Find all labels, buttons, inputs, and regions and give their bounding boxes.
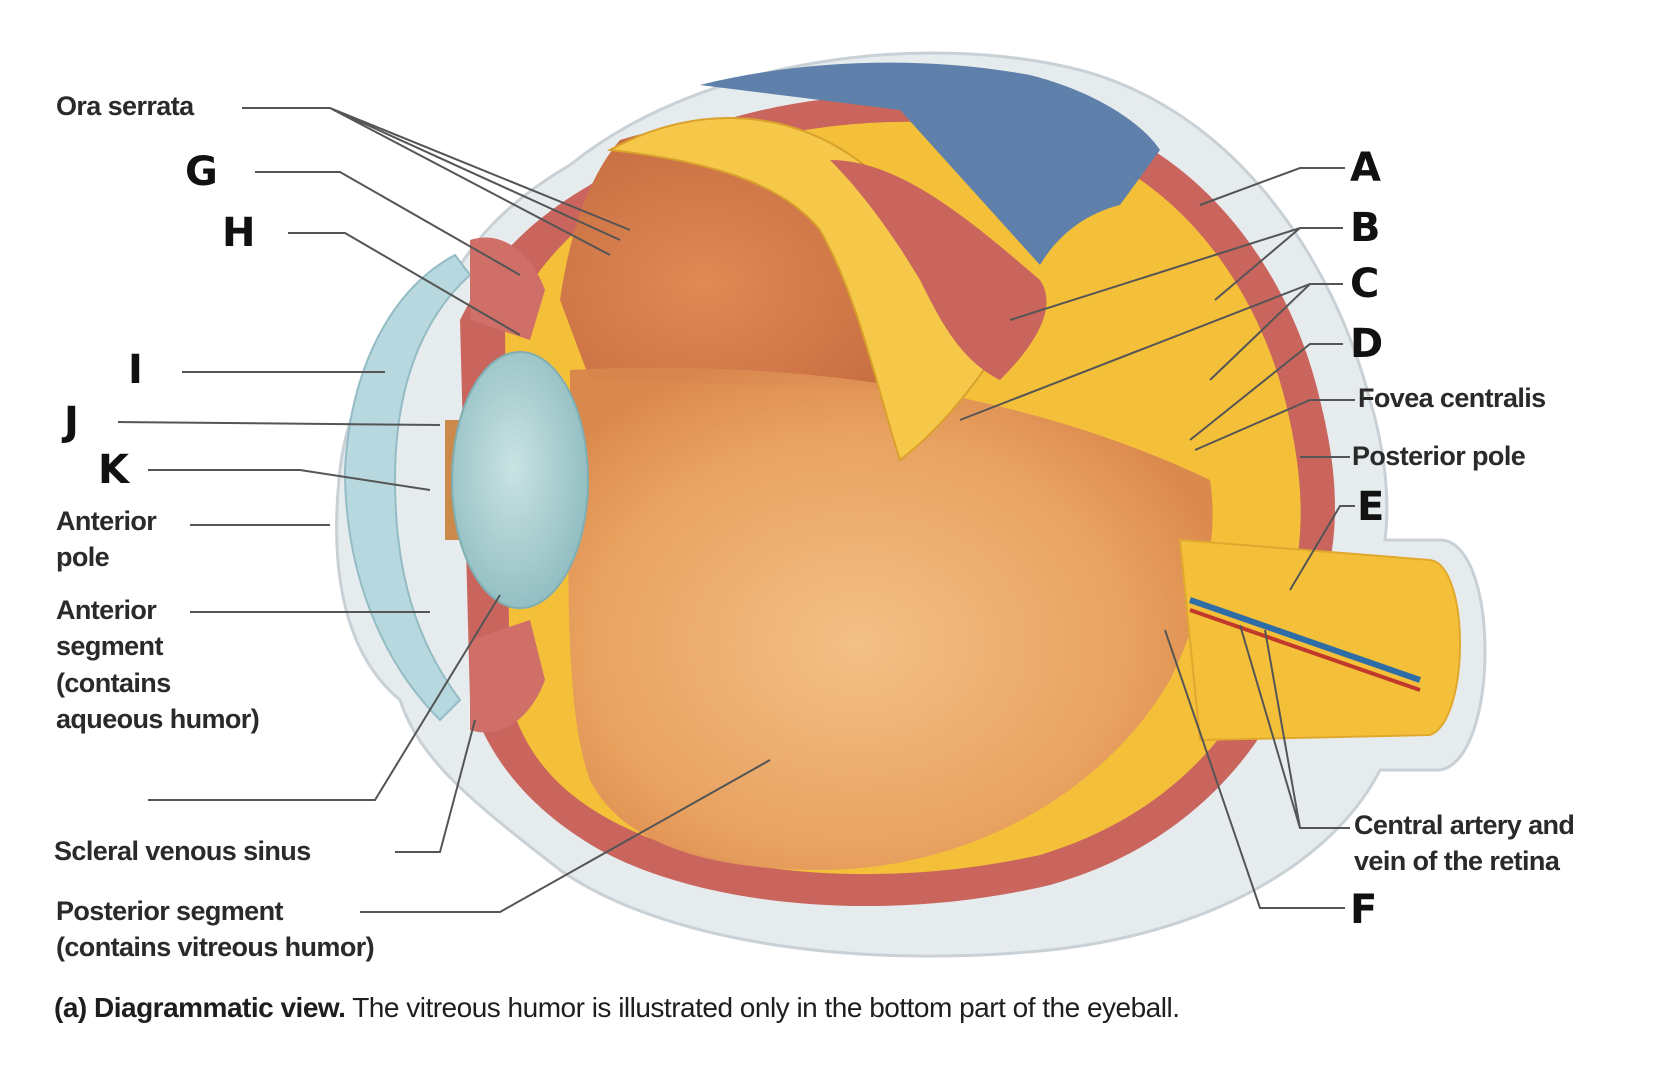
- vitreous-body: [568, 367, 1213, 870]
- label-fovea-centralis: Fovea centralis: [1358, 383, 1546, 413]
- figure-caption: (a) Diagrammatic view. The vitreous humo…: [54, 992, 1180, 1024]
- leader-posterior-segment: [360, 759, 771, 913]
- label-posterior-segment: Posterior segment (contains vitreous hum…: [56, 893, 375, 966]
- optic-nerve: [1178, 538, 1461, 742]
- letter-f: F: [1350, 887, 1378, 933]
- ciliary-body-upper: [470, 237, 545, 340]
- label-anterior-segment-line4: aqueous humor): [56, 704, 260, 735]
- letter-d: D: [1350, 321, 1384, 367]
- label-anterior-segment: Anterior segment (contains aqueous humor…: [56, 592, 260, 738]
- label-anterior-pole-line1: Anterior: [56, 506, 157, 536]
- leader-ora-serrata: [242, 107, 631, 256]
- letter-k: K: [98, 447, 129, 493]
- leader-f: [1164, 629, 1345, 909]
- letter-h: H: [222, 210, 256, 256]
- leader-a: [1199, 167, 1345, 206]
- leader-lens: [148, 594, 501, 801]
- label-posterior-segment-line1: Posterior segment: [56, 896, 283, 926]
- caption-text: The vitreous humor is illustrated only i…: [345, 992, 1180, 1023]
- label-scleral-venous-sinus: Scleral venous sinus: [54, 836, 311, 866]
- letter-i: I: [128, 347, 143, 393]
- label-ora-serrata: Ora serrata: [56, 91, 194, 121]
- leader-d: [1189, 343, 1343, 441]
- retina-flap: [606, 117, 1012, 462]
- letter-b: B: [1350, 205, 1381, 251]
- letter-e: E: [1357, 484, 1385, 530]
- label-anterior-segment-line3: (contains: [56, 667, 171, 698]
- letter-c: C: [1350, 261, 1380, 307]
- leader-fovea: [1194, 399, 1355, 451]
- leader-h: [288, 232, 521, 336]
- leader-g: [255, 171, 521, 276]
- leader-scleral-sinus: [395, 719, 476, 853]
- central-vessels: [1189, 597, 1421, 683]
- leader-c: [959, 283, 1343, 421]
- leader-central-artery: [1239, 624, 1350, 829]
- label-anterior-pole: Anterior pole: [56, 503, 157, 576]
- lens: [451, 351, 589, 609]
- label-central-artery-line1: Central artery and: [1354, 810, 1575, 840]
- caption-prefix: (a) Diagrammatic view.: [54, 992, 346, 1023]
- label-posterior-pole: Posterior pole: [1352, 441, 1526, 471]
- leader-b: [1009, 227, 1343, 321]
- letter-g: G: [185, 149, 218, 195]
- leader-e: [1289, 505, 1355, 591]
- choroid-flap: [830, 160, 1047, 380]
- label-posterior-segment-line2: (contains vitreous humor): [56, 932, 375, 963]
- leader-k: [148, 469, 431, 491]
- letter-j: J: [64, 399, 79, 445]
- upper-cutaway: [700, 62, 1160, 265]
- ciliary-body-lower: [470, 620, 545, 733]
- label-anterior-segment-line2: segment: [56, 631, 163, 662]
- label-anterior-segment-line1: Anterior: [56, 595, 157, 625]
- label-anterior-pole-line2: pole: [56, 542, 110, 573]
- leader-j: [117, 421, 441, 426]
- letter-a: A: [1350, 145, 1381, 191]
- label-central-artery-vein: Central artery and vein of the retina: [1354, 807, 1575, 880]
- label-central-artery-line2: vein of the retina: [1354, 846, 1560, 877]
